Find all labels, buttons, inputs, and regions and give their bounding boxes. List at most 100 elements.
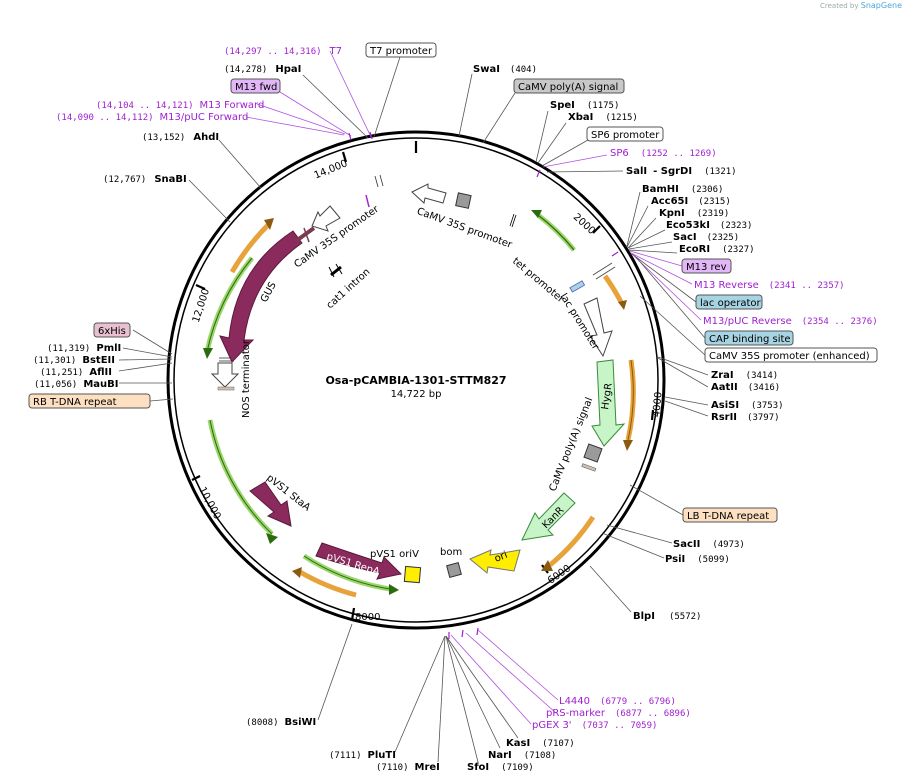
leader-sali: [546, 170, 624, 173]
leader-sp6: [542, 154, 608, 168]
leader-m13puc-forward: [245, 116, 345, 136]
enzyme-mrei-name: MreI: [415, 762, 440, 773]
leader-camv35s-enh: [639, 295, 706, 356]
primer-m13-forward[interactable]: (14,104 .. 14,121)M13 Forward: [96, 100, 264, 111]
his-label: 6xHis: [98, 326, 126, 337]
primer-sp6[interactable]: SP6(1252 .. 1269): [610, 148, 717, 159]
lac-operator-label: lac operator: [700, 298, 761, 309]
camv-polya-marker[interactable]: [455, 192, 472, 209]
m13fwd-box[interactable]: [230, 78, 281, 94]
bom-marker[interactable]: [446, 562, 462, 578]
enzyme-rsrii[interactable]: RsrII(3797): [711, 412, 780, 423]
enzyme-ecori[interactable]: EcoRI(2327): [679, 244, 755, 255]
camv35s-enh-box[interactable]: [704, 347, 878, 363]
enzyme-sali[interactable]: SalI- SgrDI(1321): [626, 166, 737, 177]
enzyme-aflii[interactable]: (11,251)AflII: [40, 367, 112, 378]
orange-arrow-right-line: [627, 359, 634, 441]
primer-m13puc-reverse[interactable]: M13/pUC Reverse(2354 .. 2376): [703, 316, 878, 327]
enzyme-pmli-name: PmlI: [96, 343, 121, 354]
primer-sp6-range: (1252 .. 1269): [641, 149, 717, 159]
leader-m13-reverse: [630, 252, 693, 285]
green-arrow-upper-left-line: [206, 257, 253, 353]
enzyme-aatii[interactable]: AatII(3416): [711, 382, 780, 393]
t7-promoter-box[interactable]: [365, 42, 437, 58]
leader-mrei: [437, 635, 446, 763]
enzyme-spei-name: SpeI: [550, 100, 575, 111]
pvs1-oriv-marker[interactable]: [403, 565, 422, 584]
tick-label-14000: 14,000: [313, 158, 350, 181]
enzyme-saci[interactable]: SacI(2325): [673, 232, 739, 243]
primer-t7[interactable]: (14,297 .. 14,316)T7: [224, 46, 342, 57]
hygr-arrow[interactable]: [591, 359, 626, 447]
enzyme-hpai-pos: (14,278): [224, 65, 267, 75]
gus-arrow[interactable]: [219, 230, 303, 363]
enzyme-kasi-name: KasI: [506, 738, 530, 749]
orange-arrow-top-right[interactable]: [602, 274, 624, 304]
enzyme-zrai[interactable]: ZraI(3414): [711, 370, 778, 381]
enzyme-sfoi[interactable]: SfoI(7109): [467, 762, 534, 773]
enzyme-pluti[interactable]: (7111)PluTI: [329, 750, 396, 761]
ori-arrow[interactable]: [469, 549, 521, 574]
enzyme-ahdi[interactable]: (13,152)AhdI: [142, 132, 219, 143]
nos-terminator-arrow[interactable]: [210, 362, 240, 388]
enzyme-blpi[interactable]: BlpI(5572): [633, 611, 701, 622]
sp6-promoter-box[interactable]: [586, 126, 664, 142]
primer-m13puc-forward[interactable]: (14,090 .. 14,112)M13/pUC Forward: [56, 112, 248, 123]
orange-arrow-lower-right[interactable]: [548, 515, 596, 567]
lac-operator-box[interactable]: [695, 294, 763, 310]
enzyme-bamhi[interactable]: BamHI(2306): [642, 184, 723, 195]
enzyme-bamhi-name: BamHI: [642, 184, 679, 195]
enzyme-asisi[interactable]: AsiSI(3753): [711, 400, 784, 411]
rb-box[interactable]: [28, 393, 151, 409]
primer-m13-reverse[interactable]: M13 Reverse(2341 .. 2357): [694, 280, 845, 291]
enzyme-sacii[interactable]: SacII(4973): [673, 539, 745, 550]
enzyme-asisi-pos: (3753): [751, 401, 784, 411]
top-mark-gray-1: [374, 175, 379, 188]
enzyme-maubi[interactable]: (11,056)MauBI: [34, 379, 119, 390]
primer-l4440[interactable]: L4440(6779 .. 6796): [559, 696, 676, 707]
enzyme-pmli[interactable]: (11,319)PmlI: [47, 343, 121, 354]
pvs1-staa-arrow[interactable]: [249, 481, 292, 527]
orange-arrow-lower-right-head: [541, 560, 553, 571]
small-marker-2: [509, 213, 515, 227]
pvs1-repa-arrow[interactable]: [315, 542, 403, 580]
camv-polya-inner[interactable]: [583, 443, 603, 463]
camv35s-left-tick: [303, 227, 310, 243]
enzyme-hpai[interactable]: (14,278) HpaI: [224, 64, 301, 75]
kanr-arrow[interactable]: [521, 492, 576, 541]
enzyme-psii[interactable]: PsiI(5099): [665, 554, 730, 565]
mark-m13fwd: [348, 132, 352, 141]
enzyme-kasi[interactable]: KasI(7107): [506, 738, 575, 749]
lb-box[interactable]: [682, 507, 778, 523]
enzyme-snabi[interactable]: (12,767)SnaBI: [103, 174, 187, 185]
primer-prs[interactable]: pRS-marker(6877 .. 6896): [546, 708, 691, 719]
enzyme-eco53ki[interactable]: Eco53kI(2323): [666, 220, 752, 231]
cap-box[interactable]: [704, 330, 794, 346]
enzyme-spei-pos: (1175): [587, 101, 620, 111]
enzyme-nari[interactable]: NarI(7108): [488, 750, 556, 761]
enzyme-kpni[interactable]: KpnI(2319): [659, 208, 729, 219]
leader-blpi: [589, 565, 632, 613]
mark-t7: [369, 131, 373, 140]
enzyme-bsteii[interactable]: (11,301)BstEII: [33, 355, 115, 366]
camv35s-top-arrow[interactable]: [411, 183, 447, 204]
m13rev-box[interactable]: [681, 258, 732, 274]
enzyme-bsiwi[interactable]: (8008)BsiWI: [246, 717, 316, 728]
lac-promoter-arrow[interactable]: [583, 297, 613, 358]
enzyme-hpai-name: HpaI: [275, 64, 301, 75]
camv-polya-box[interactable]: [513, 78, 625, 94]
his-box[interactable]: [93, 322, 131, 338]
enzyme-eco53ki-pos: (2323): [720, 221, 753, 231]
enzyme-swai[interactable]: SwaI(404): [473, 64, 537, 75]
tet-green-arrow[interactable]: [536, 213, 576, 252]
leader-sfoi: [445, 635, 479, 763]
leader-sacii: [606, 524, 673, 544]
enzyme-mrei[interactable]: (7110)MreI: [376, 762, 440, 773]
enzyme-acc65i[interactable]: Acc65I(2315): [651, 196, 731, 207]
enzyme-spei[interactable]: SpeI (1175): [550, 100, 619, 111]
primer-pgex[interactable]: pGEX 3'(7037 .. 7059): [532, 720, 657, 731]
enzyme-xbai[interactable]: XbaI(1215): [568, 112, 638, 123]
camv35s-left-arrow[interactable]: [311, 205, 341, 232]
orange-arrow-bottom[interactable]: [298, 569, 357, 598]
credit-prefix: Created by: [820, 2, 859, 10]
